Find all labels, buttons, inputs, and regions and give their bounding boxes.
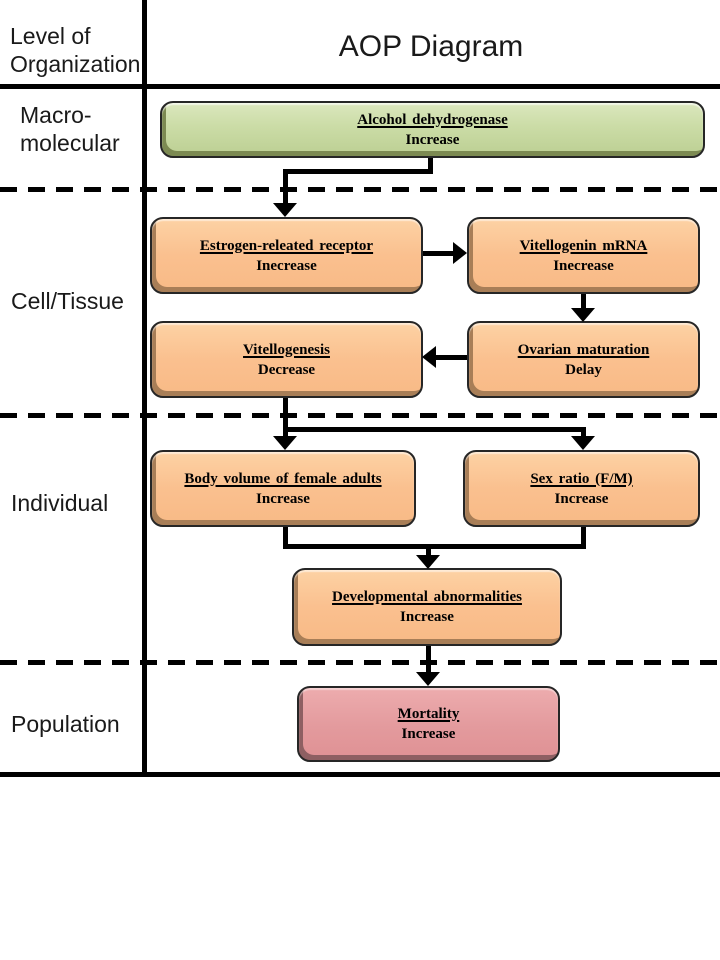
node-vitellogenesis: Vitellogenesis Decrease (150, 321, 423, 398)
node-title: Vitellogenin mRNA (519, 237, 648, 254)
arrow-vit-split-segment (283, 398, 288, 438)
dashed-divider-individual-population (0, 660, 720, 665)
arrowhead-down-icon (416, 672, 440, 686)
arrow-err-to-vtg-segment (423, 251, 454, 256)
arrow-vtg-to-ovarian-segment (581, 294, 586, 310)
node-change: Increase (554, 490, 609, 507)
node-change: Delay (565, 361, 602, 378)
node-change: Increase (400, 609, 454, 625)
vertical-divider (142, 0, 147, 777)
node-change: Inecrease (256, 257, 317, 274)
arrow-merge-segment (283, 544, 586, 549)
node-title: Alcohol dehydrogenase (357, 111, 508, 128)
node-alcohol-dehydrogenase: Alcohol dehydrogenase Increase (160, 101, 705, 158)
node-title: Body volume of female adults (184, 470, 382, 487)
arrow-adh-to-err-segment (283, 169, 433, 174)
dashed-divider-cell-individual (0, 413, 720, 418)
node-change: Increase (401, 726, 456, 742)
arrow-vit-split-segment (581, 427, 586, 438)
arrowhead-down-icon (416, 555, 440, 569)
arrowhead-left-icon (422, 346, 436, 368)
arrowhead-down-icon (273, 436, 297, 450)
node-title: Estrogen-releated receptor (199, 237, 374, 254)
node-change: Increase (405, 131, 460, 148)
arrowhead-down-icon (571, 308, 595, 322)
node-title: Sex ratio (F/M) (530, 470, 633, 487)
node-developmental-abnormalities: Developmental abnormalities Increase (292, 568, 562, 646)
node-title: Developmental abnormalities (332, 589, 522, 605)
dashed-divider-macro-cell (0, 187, 720, 192)
node-change: Increase (256, 490, 310, 507)
level-label-individual: Individual (11, 490, 109, 516)
page-title: AOP Diagram (338, 30, 524, 63)
node-body-volume-of-female-adults: Body volume of female adults Increase (150, 450, 416, 527)
node-vitellogenin-mrna: Vitellogenin mRNA Inecrease (467, 217, 700, 294)
node-ovarian-maturation: Ovarian maturation Delay (467, 321, 700, 398)
level-label-cell-tissue: Cell/Tissue (11, 288, 124, 314)
node-title: Mortality (397, 706, 460, 722)
node-title: Ovarian maturation (517, 341, 650, 358)
arrowhead-down-icon (571, 436, 595, 450)
arrow-merge-segment (426, 544, 431, 557)
bottom-border-line (0, 772, 720, 777)
node-sex-ratio: Sex ratio (F/M) Increase (463, 450, 700, 527)
arrow-adh-to-err-segment (283, 169, 288, 205)
node-change: Inecrease (553, 257, 614, 274)
arrow-vit-split-segment (283, 427, 586, 432)
arrow-ovarian-to-vit-segment (436, 355, 467, 360)
arrowhead-down-icon (273, 203, 297, 217)
level-column-header: Level of Organization (10, 23, 141, 77)
arrow-merge-segment (581, 527, 586, 549)
arrowhead-right-icon (453, 242, 467, 264)
level-label-macro-molecular: Macro- molecular (20, 102, 120, 156)
node-title: Vitellogenesis (243, 341, 330, 358)
node-mortality: Mortality Increase (297, 686, 560, 762)
node-change: Decrease (257, 361, 316, 378)
arrow-dev-to-mortality-segment (426, 646, 431, 674)
node-estrogen-releated-receptor: Estrogen-releated receptor Inecrease (150, 217, 423, 294)
arrow-adh-to-err-segment (428, 158, 433, 174)
header-divider-line (0, 84, 720, 89)
arrow-merge-segment (283, 527, 288, 549)
level-label-population: Population (11, 711, 120, 737)
